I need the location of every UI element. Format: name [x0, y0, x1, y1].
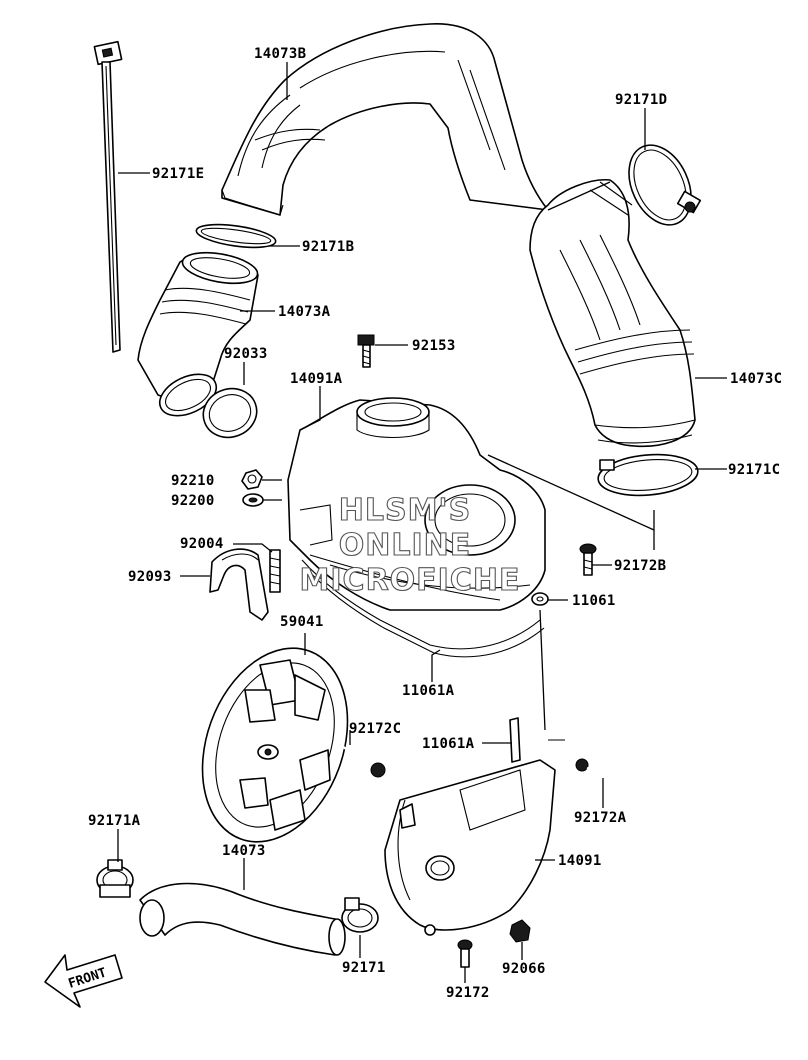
- washer-11061: [531, 592, 549, 606]
- part-label-14073a: 14073A: [278, 304, 331, 320]
- bracket-92093: [209, 548, 269, 621]
- watermark-line-2: ONLINE: [339, 528, 472, 563]
- part-label-92153: 92153: [412, 338, 456, 354]
- hose-14073: [139, 882, 346, 956]
- housing-cover-14091a: [287, 397, 546, 611]
- part-label-14091: 14091: [558, 853, 602, 869]
- fan-59041: [201, 647, 349, 843]
- cap-92066: [509, 919, 531, 943]
- ring-92171b: [195, 223, 277, 249]
- part-labels: 14073B 92171D 92171E 92171B 14073A 92033…: [88, 46, 782, 1001]
- cable-tie-92171e: [93, 40, 123, 353]
- clamp-92171: [341, 897, 379, 933]
- part-label-11061a-bottom: 11061A: [422, 736, 475, 752]
- screw-92172a: [575, 758, 609, 778]
- intake-duct-14073c: [529, 179, 696, 448]
- part-label-14073: 14073: [222, 843, 266, 859]
- part-label-92172a: 92172A: [574, 810, 627, 826]
- front-arrow-icon: [44, 954, 123, 1008]
- part-label-92171d: 92171D: [615, 92, 667, 108]
- part-label-92171a: 92171A: [88, 813, 141, 829]
- part-label-92171c: 92171C: [728, 462, 780, 478]
- part-label-92171e: 92171E: [152, 166, 204, 182]
- part-label-14073b: 14073B: [254, 46, 306, 62]
- watermark: HLSM'S ONLINE MICROFICHE: [299, 492, 521, 598]
- part-label-59041: 59041: [280, 614, 324, 630]
- elbow-duct-14073a: [137, 251, 259, 417]
- part-label-11061a-top: 11061A: [402, 683, 455, 699]
- part-label-92004: 92004: [180, 536, 224, 552]
- bolt-92153: [357, 334, 375, 368]
- part-label-92171b: 92171B: [302, 239, 354, 255]
- bolt-92172c: [339, 743, 386, 778]
- part-label-11061: 11061: [572, 593, 616, 609]
- part-label-92172: 92172: [446, 985, 490, 1001]
- part-label-92210: 92210: [171, 473, 215, 489]
- clamp-92171a: [96, 859, 134, 898]
- part-label-92093: 92093: [128, 569, 172, 585]
- leader-lines: [117, 62, 727, 983]
- washer-92200: [242, 493, 264, 507]
- ring-92033: [202, 387, 258, 439]
- part-label-92172b: 92172B: [614, 558, 666, 574]
- intake-duct-14073b: [221, 23, 549, 216]
- stud-92004: [269, 549, 281, 593]
- part-label-92200: 92200: [171, 493, 215, 509]
- screw-92172: [457, 939, 473, 968]
- screw-92172b: [579, 543, 597, 576]
- part-label-92033: 92033: [224, 346, 268, 362]
- part-label-92172c: 92172C: [349, 721, 401, 737]
- nut-92210: [241, 469, 263, 490]
- part-label-92066: 92066: [502, 961, 546, 977]
- part-label-92171: 92171: [342, 960, 386, 976]
- watermark-line-1: HLSM'S: [339, 493, 471, 528]
- watermark-line-3: MICROFICHE: [300, 563, 521, 598]
- part-label-14073c: 14073C: [730, 371, 782, 387]
- clamp-92171d: [628, 144, 702, 226]
- lower-housing-14091: [384, 717, 565, 936]
- clamp-92171c: [597, 453, 699, 497]
- part-label-14091a: 14091A: [290, 371, 343, 387]
